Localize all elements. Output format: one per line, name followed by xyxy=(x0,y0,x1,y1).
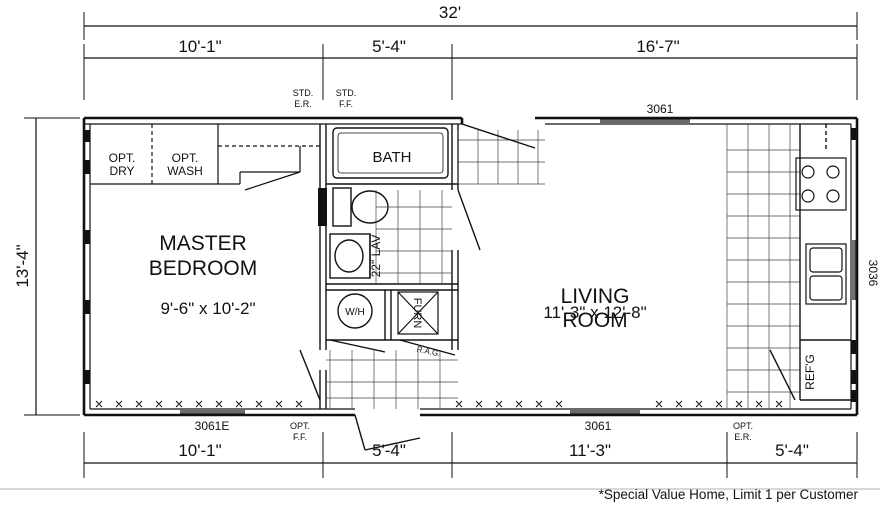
top-dim-3: 16'-7" xyxy=(636,37,679,56)
furnace-label: FURN xyxy=(411,298,423,329)
window-label-bedroom: 3061E xyxy=(195,419,230,433)
top-dim-1: 10'-1" xyxy=(178,37,221,56)
overall-depth-label: 13'-4" xyxy=(13,244,32,287)
bottom-dimension-line xyxy=(83,432,858,478)
rag-label: R.A.G. xyxy=(416,345,441,359)
master-bedroom-title-2: BEDROOM xyxy=(149,257,258,280)
top-dim-2: 5'-4" xyxy=(372,37,406,56)
hall-floor-tiles xyxy=(326,130,545,409)
window-label-top: 3061 xyxy=(647,102,674,116)
bottom-dim-1: 10'-1" xyxy=(178,441,221,460)
water-heater-label: W/H xyxy=(345,307,364,318)
footer-note: *Special Value Home, Limit 1 per Custome… xyxy=(598,487,858,502)
bottom-dim-2: 5'-4" xyxy=(372,441,406,460)
std-ff-note-1: STD. xyxy=(336,88,357,98)
floor-vent-marks xyxy=(95,400,783,408)
lavatory xyxy=(329,233,371,279)
kitchen-sink xyxy=(805,243,847,305)
left-dimension-line xyxy=(24,117,80,416)
std-er-note-1: STD. xyxy=(293,88,314,98)
opt-wash-label-2: WASH xyxy=(167,164,203,178)
furnace xyxy=(397,291,439,335)
top-segment-dimension-line xyxy=(83,44,858,100)
lav-label: 22" LAV xyxy=(369,235,383,278)
bathtub xyxy=(332,127,449,179)
bottom-dim-3: 11'-3" xyxy=(569,441,611,460)
bedroom-closet xyxy=(90,124,320,191)
living-room-title-1: LIVING xyxy=(561,285,630,308)
bath-floor-tiles xyxy=(375,190,452,284)
bath-title: BATH xyxy=(373,149,412,166)
wall-trim-marks xyxy=(85,128,856,402)
interior-walls xyxy=(319,124,459,409)
overall-width-label: 32' xyxy=(439,3,461,22)
wall-hatch xyxy=(318,188,327,226)
top-overall-dimension-line xyxy=(83,12,858,40)
opt-ff-note-1: OPT. xyxy=(290,421,310,431)
door-swings xyxy=(299,123,796,451)
bottom-dim-4: 5'-4" xyxy=(775,441,809,460)
opt-dry-label-1: OPT. xyxy=(109,151,136,165)
window-label-bottom-living: 3061 xyxy=(585,419,612,433)
kitchen-counter xyxy=(799,124,851,401)
living-room-title-2: ROOM xyxy=(562,309,627,332)
water-heater xyxy=(337,293,373,329)
kitchen-floor-tiles xyxy=(726,124,800,409)
window-marks xyxy=(180,119,856,414)
range-burners xyxy=(795,157,847,211)
std-ff-note-2: F.F. xyxy=(339,99,353,109)
std-er-note-2: E.R. xyxy=(294,99,312,109)
opt-ff-note-2: F.F. xyxy=(293,432,307,442)
refrigerator-label: REF'G xyxy=(803,354,817,390)
window-label-kitchen: 3036 xyxy=(866,260,880,287)
opt-er-note-2: E.R. xyxy=(734,432,752,442)
living-room-size: 11'-3" x 12'-8" xyxy=(543,303,646,322)
master-bedroom-title-1: MASTER xyxy=(159,232,247,255)
opt-wash-label-1: OPT. xyxy=(172,151,199,165)
master-bedroom-size: 9'-6" x 10'-2" xyxy=(160,299,255,318)
opt-er-note-1: OPT. xyxy=(733,421,753,431)
opt-dry-label-2: DRY xyxy=(109,164,134,178)
